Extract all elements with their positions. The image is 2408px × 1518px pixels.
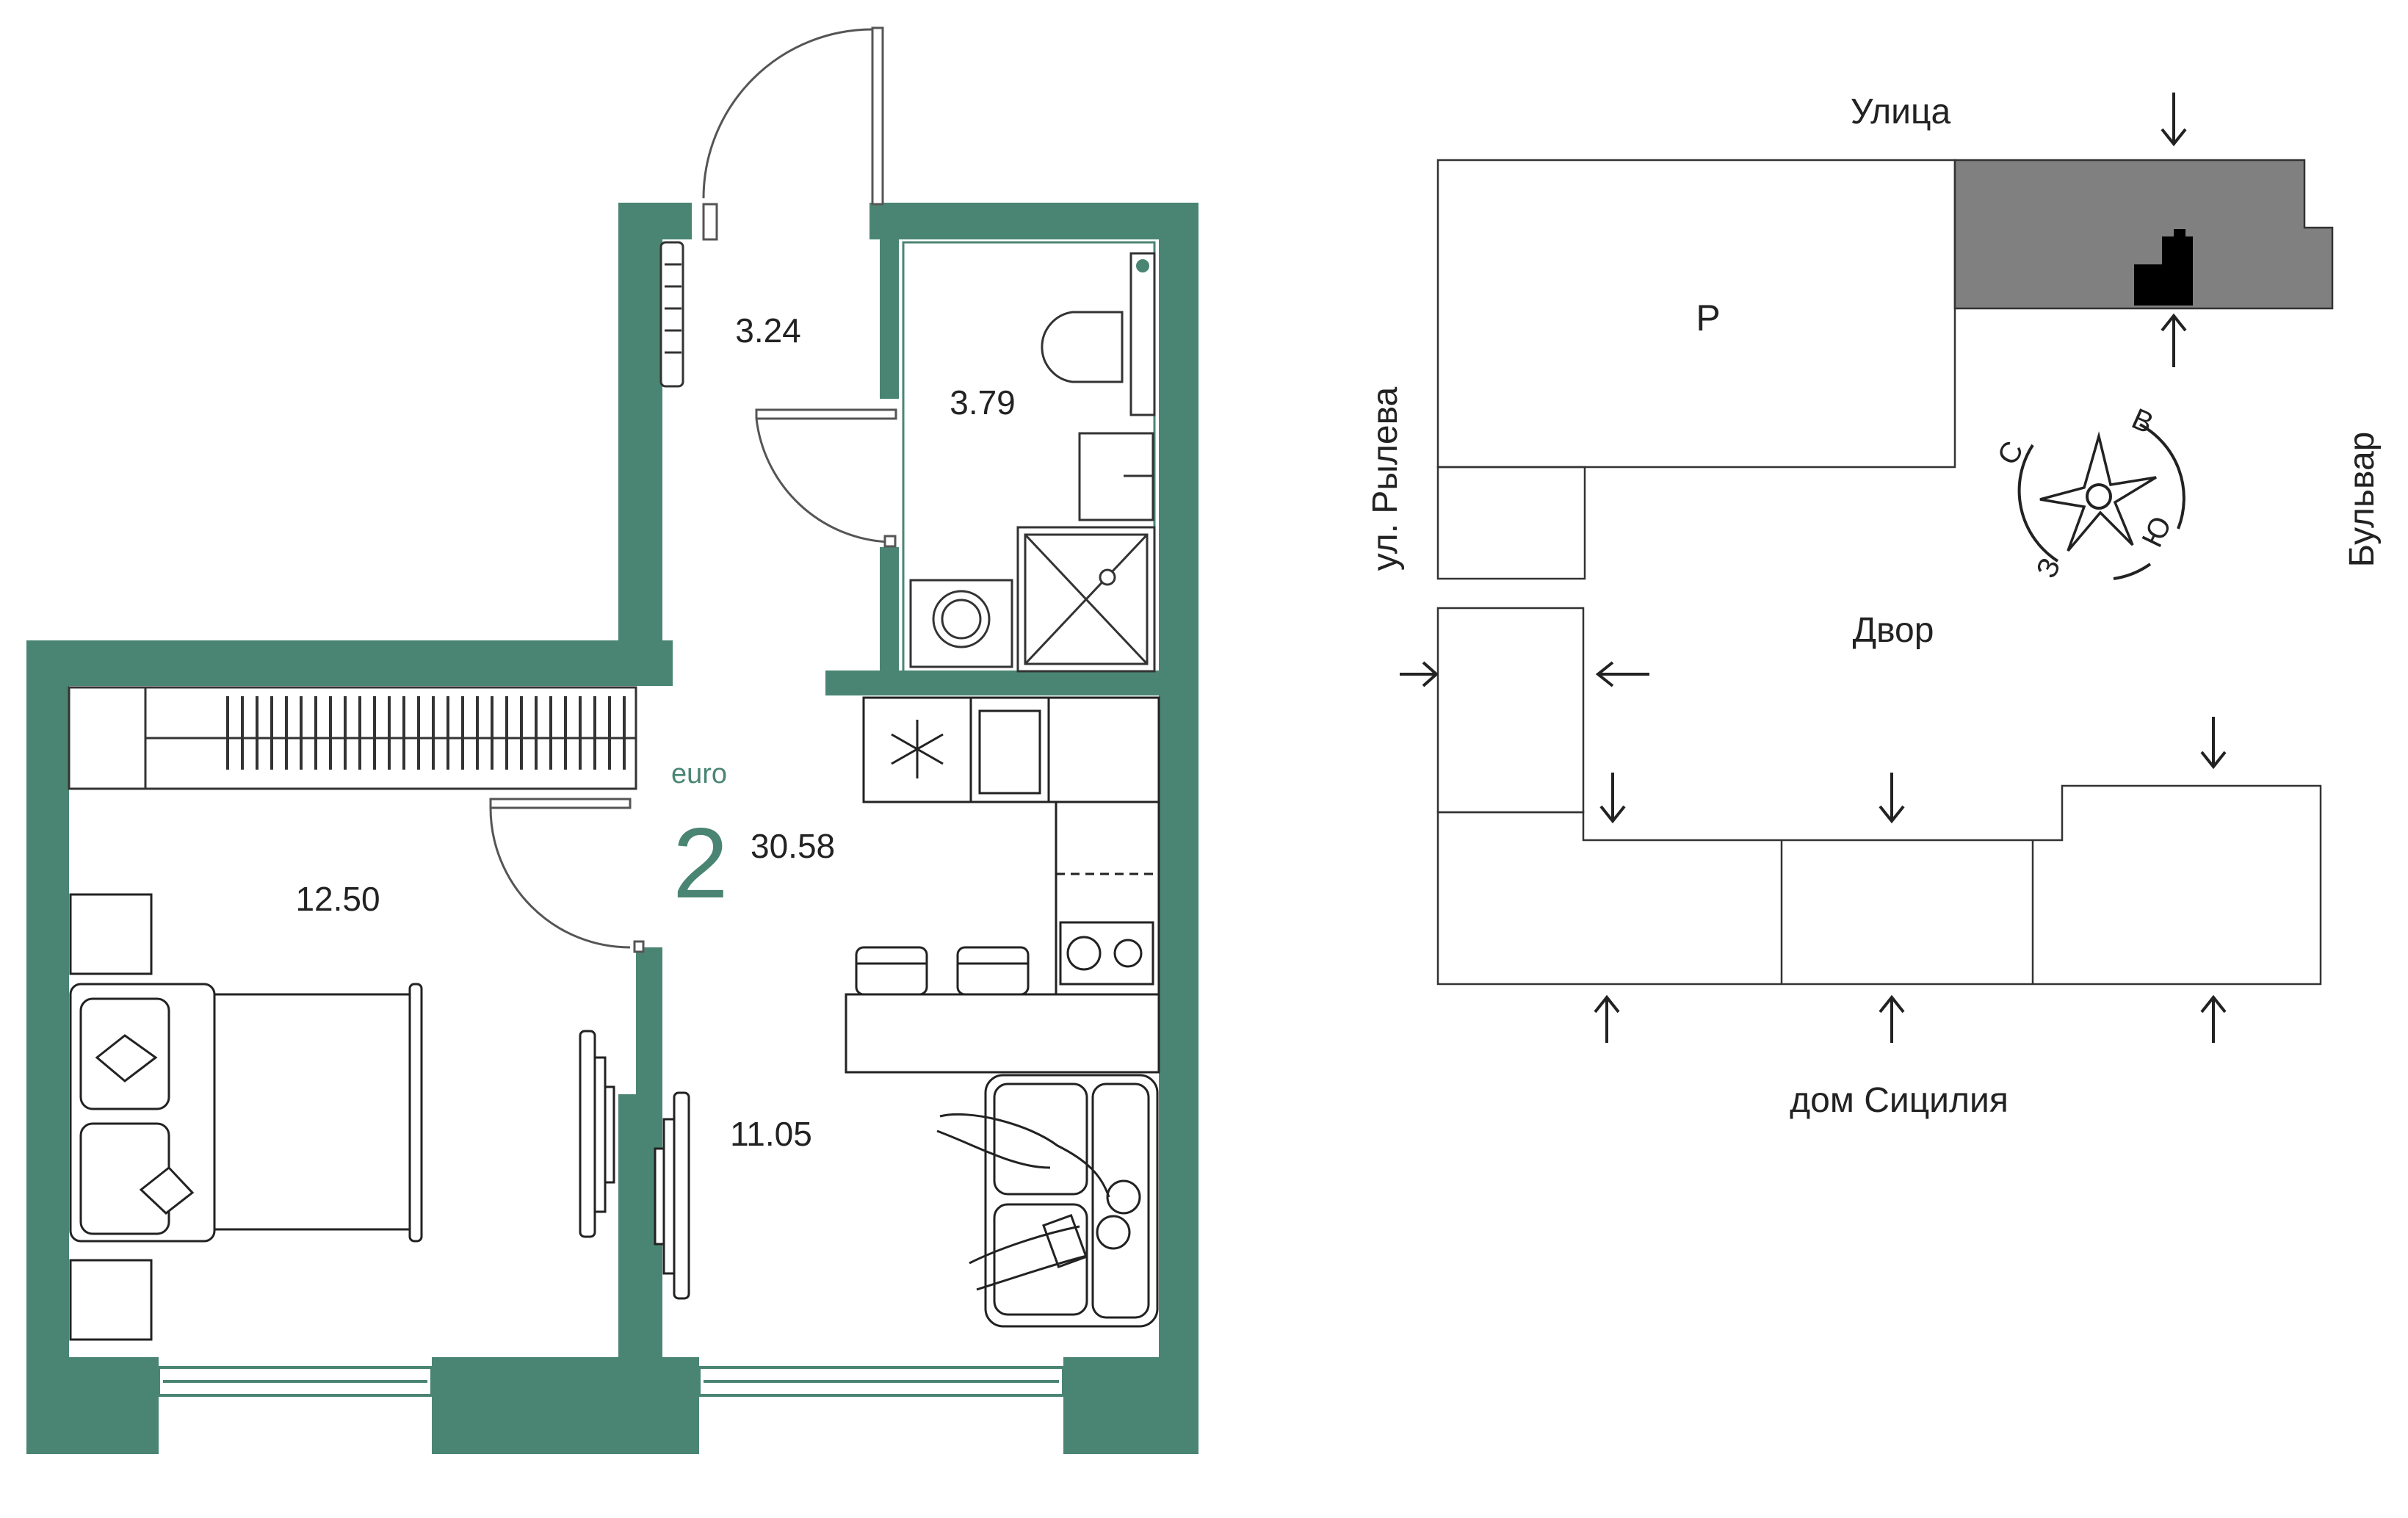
bedroom-furniture [69,893,423,1341]
sofa [984,1074,1159,1328]
room-area-bedroom: 12.50 [295,880,380,918]
room-area-living: 11.05 [730,1115,812,1153]
street-left-label: ул. Рылева [1366,386,1405,571]
living-tv [654,1091,690,1300]
compass-south: Ю [2136,511,2178,552]
arrow-down-icon [2161,93,2187,147]
total-area: 30.58 [751,827,835,865]
windows [157,1366,1065,1397]
arrow-up-icon [1879,994,1905,1043]
apartment-type-label: euro [671,759,727,789]
room-area-bathroom: 3.79 [950,383,1016,422]
bedroom-tv [579,1030,615,1238]
room-area-hall: 3.24 [735,311,801,350]
rooms-count: 2 [673,807,728,919]
arrow-left-icon [1595,661,1649,687]
radiator-hall [659,241,684,388]
snowflake-icon [891,720,944,778]
arrow-right-icon [1400,661,1439,687]
arrow-up-icon [2161,313,2187,367]
apartment-location-marker [2134,229,2193,306]
compass-west: З [2031,553,2067,583]
bottom-building-label: дом Сицилия [1790,1081,2009,1120]
entrance-arrows [1400,93,2227,1043]
arrow-down-icon [1879,773,1905,824]
parking-label: Р [1696,297,1720,339]
arrow-down-icon [2200,717,2227,770]
arrow-up-icon [2200,994,2227,1043]
people-icon [936,1113,1141,1291]
kitchen-fixtures [845,696,1160,1074]
street-top-label: Улица [1851,93,1951,131]
site-plan: Р Улица Двор дом Сицилия ул. Рылева Буль… [1366,93,2382,1120]
wardrobe [68,686,637,790]
compass-icon [2017,423,2185,580]
bath-door [755,408,897,548]
bedroom-door [489,798,645,953]
bathroom-fixtures [902,241,1156,673]
boulevard-label: Бульвар [2343,432,2382,568]
arrow-down-icon [1599,773,1626,824]
yard-label: Двор [1853,611,1934,650]
walls [26,203,1198,1454]
entrance-door [702,26,884,241]
site-outlines [1436,159,2322,986]
apartment-plan: 3.24 3.79 12.50 11.05 euro 2 30.58 [26,26,1198,1454]
highlighted-building [1953,159,2334,310]
arrow-up-icon [1594,994,1620,1043]
